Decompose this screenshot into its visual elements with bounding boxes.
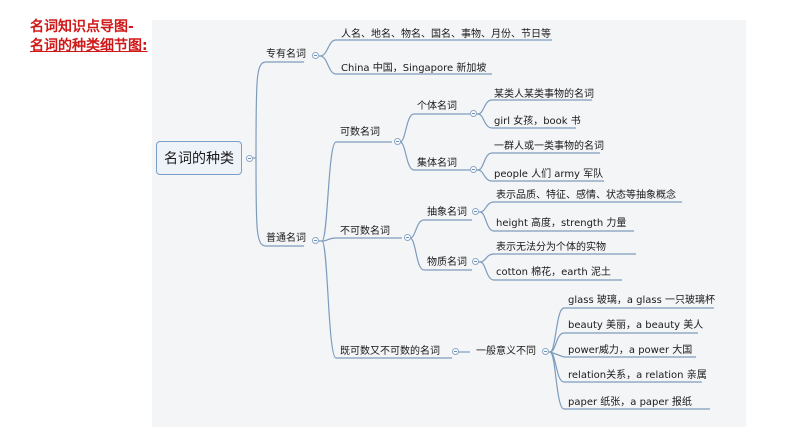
node-countable[interactable]: 可数名词 <box>340 127 380 138</box>
node-both[interactable]: 既可数又不可数的名词 <box>340 346 440 357</box>
collapse-toggle-icon[interactable] <box>472 258 479 265</box>
leaf-collective-1[interactable]: 一群人或一类事物的名词 <box>494 141 604 152</box>
mind-map: 名词的种类 专有名词 人名、地名、物名、国名、事物、月份、节日等 China 中… <box>152 20 746 427</box>
node-common-noun[interactable]: 普通名词 <box>266 233 306 244</box>
node-uncountable[interactable]: 不可数名词 <box>340 226 390 237</box>
collapse-toggle-icon[interactable] <box>394 138 401 145</box>
leaf-meaning-5[interactable]: paper 纸张，a paper 报纸 <box>568 397 692 408</box>
collapse-toggle-icon[interactable] <box>542 348 549 355</box>
collapse-toggle-icon[interactable] <box>312 237 319 244</box>
leaf-material-1[interactable]: 表示无法分为个体的实物 <box>496 242 606 253</box>
node-meaning-differs[interactable]: 一般意义不同 <box>476 346 536 357</box>
node-abstract[interactable]: 抽象名词 <box>427 207 467 218</box>
leaf-meaning-4[interactable]: relation关系，a relation 亲属 <box>568 370 707 381</box>
node-collective[interactable]: 集体名词 <box>417 158 457 169</box>
root-node[interactable]: 名词的种类 <box>156 141 242 175</box>
node-individual[interactable]: 个体名词 <box>417 101 457 112</box>
leaf-material-2[interactable]: cotton 棉花，earth 泥土 <box>496 267 611 278</box>
leaf-meaning-2[interactable]: beauty 美丽，a beauty 美人 <box>568 320 704 331</box>
collapse-toggle-icon[interactable] <box>312 52 319 59</box>
page-title: 名词知识点导图- <box>30 19 134 35</box>
node-material[interactable]: 物质名词 <box>427 257 467 268</box>
page-subtitle: 名词的种类细节图: <box>30 38 148 54</box>
leaf-meaning-1[interactable]: glass 玻璃，a glass 一只玻璃杯 <box>568 295 716 306</box>
collapse-toggle-icon[interactable] <box>470 166 477 173</box>
leaf-individual-2[interactable]: girl 女孩，book 书 <box>494 116 581 127</box>
collapse-toggle-icon[interactable] <box>452 348 459 355</box>
leaf-abstract-1[interactable]: 表示品质、特征、感情、状态等抽象概念 <box>496 190 676 201</box>
leaf-collective-2[interactable]: people 人们 army 军队 <box>494 169 604 180</box>
connector-lines <box>252 39 714 410</box>
leaf-proper-1[interactable]: 人名、地名、物名、国名、事物、月份、节日等 <box>341 29 551 40</box>
node-proper-noun[interactable]: 专有名词 <box>266 49 306 60</box>
leaf-individual-1[interactable]: 某类人某类事物的名词 <box>494 89 594 100</box>
leaf-abstract-2[interactable]: height 高度，strength 力量 <box>496 218 627 229</box>
leaf-meaning-3[interactable]: power威力，a power 大国 <box>568 345 693 356</box>
collapse-toggle-icon[interactable] <box>404 234 411 241</box>
collapse-toggle-icon[interactable] <box>472 208 479 215</box>
collapse-toggle-icon[interactable] <box>246 155 253 162</box>
leaf-proper-2[interactable]: China 中国，Singapore 新加坡 <box>341 63 487 74</box>
collapse-toggle-icon[interactable] <box>470 110 477 117</box>
